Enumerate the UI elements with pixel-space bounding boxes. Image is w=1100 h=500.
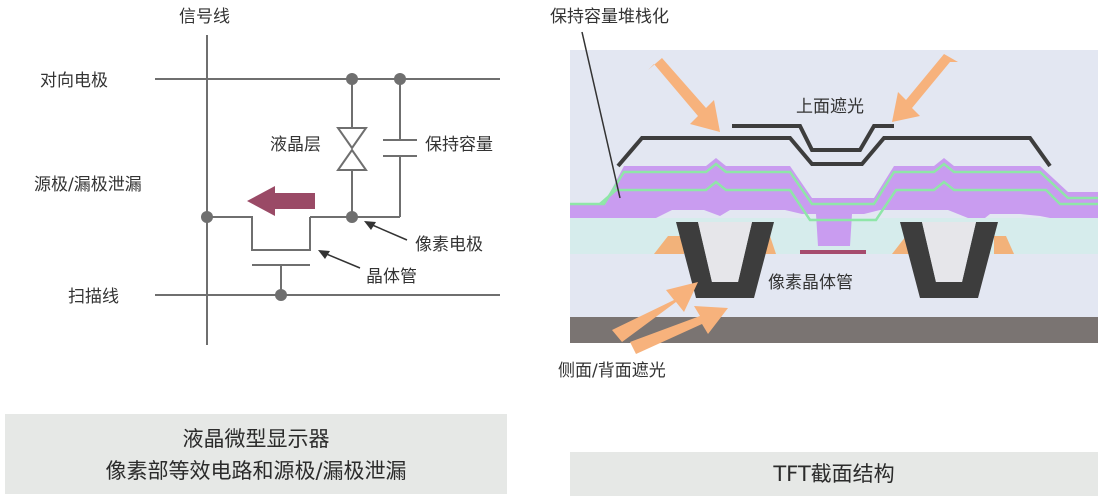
leak-arrow-icon [247, 186, 315, 216]
shield-gap-left [698, 222, 752, 282]
signal-line-label: 信号线 [179, 7, 230, 27]
light-arrow-icon [630, 306, 728, 354]
top-shield-upper-line [732, 124, 894, 152]
junction-dot [346, 73, 358, 85]
caption-line-1: 液晶微型显示器 [183, 427, 330, 451]
arrowhead-icon [364, 221, 376, 230]
equivalent-circuit: 信号线 对向电极 源极/漏极泄漏 液晶层 保持容量 像素电极 晶体管 扫描线 [34, 7, 500, 345]
side-shield-left [676, 222, 774, 298]
liquid-crystal-symbol-top [336, 127, 368, 150]
top-shield-line [616, 136, 1052, 168]
transistor-channel [207, 216, 311, 251]
caption-line-2: 像素部等效电路和源极/漏极泄漏 [105, 459, 406, 483]
green-electrode-line-bottom [599, 180, 1098, 222]
pixel-electrode-label: 像素电极 [415, 235, 483, 255]
junction-dot [275, 289, 287, 301]
side-shield-right [900, 222, 998, 298]
circuit-caption-box: 液晶微型显示器 像素部等效电路和源极/漏极泄漏 [5, 414, 507, 494]
storage-capacitor-label: 保持容量 [425, 135, 493, 155]
shield-gap-right [922, 222, 976, 282]
stacked-capacitor-layer [570, 158, 1098, 246]
light-arrow-icon [612, 282, 698, 342]
source-drain-leak-label: 源极/漏极泄漏 [34, 175, 142, 195]
liquid-crystal-label: 液晶层 [270, 135, 321, 155]
junction-dot [394, 73, 406, 85]
stacked-capacitor-pointer [581, 31, 621, 199]
top-shielding-label: 上面遮光 [796, 97, 864, 117]
counter-electrode-label: 对向电极 [40, 71, 108, 91]
stacked-capacitor-label: 保持容量堆栈化 [550, 7, 669, 27]
light-arrow-icon [892, 54, 958, 122]
caption-background [570, 452, 1098, 496]
pixel-transistor-label: 像素晶体管 [768, 273, 853, 293]
pixel-electrode-pointer [369, 223, 408, 241]
transistor-pointer [323, 252, 361, 269]
caption-background [5, 414, 507, 494]
orange-pad [654, 236, 684, 254]
light-arrow-icon [648, 58, 720, 132]
cross-section-caption: TFT截面结构 [772, 462, 894, 486]
junction-dot [346, 211, 358, 223]
arrowhead-icon [318, 250, 330, 259]
orange-pad [994, 236, 1014, 254]
transistor-label: 晶体管 [366, 267, 417, 287]
green-electrode-line-top [570, 162, 1098, 206]
liquid-crystal-symbol-bottom [336, 148, 368, 171]
side-back-shielding-label: 侧面/背面遮光 [558, 361, 666, 381]
tft-cross-section: 保持容量堆栈化 上面遮光 像素晶体管 侧面/背面遮光 [550, 7, 1098, 381]
cross-section-caption-box: TFT截面结构 [570, 452, 1098, 496]
scan-line-label: 扫描线 [68, 287, 119, 307]
junction-dot [201, 211, 213, 223]
